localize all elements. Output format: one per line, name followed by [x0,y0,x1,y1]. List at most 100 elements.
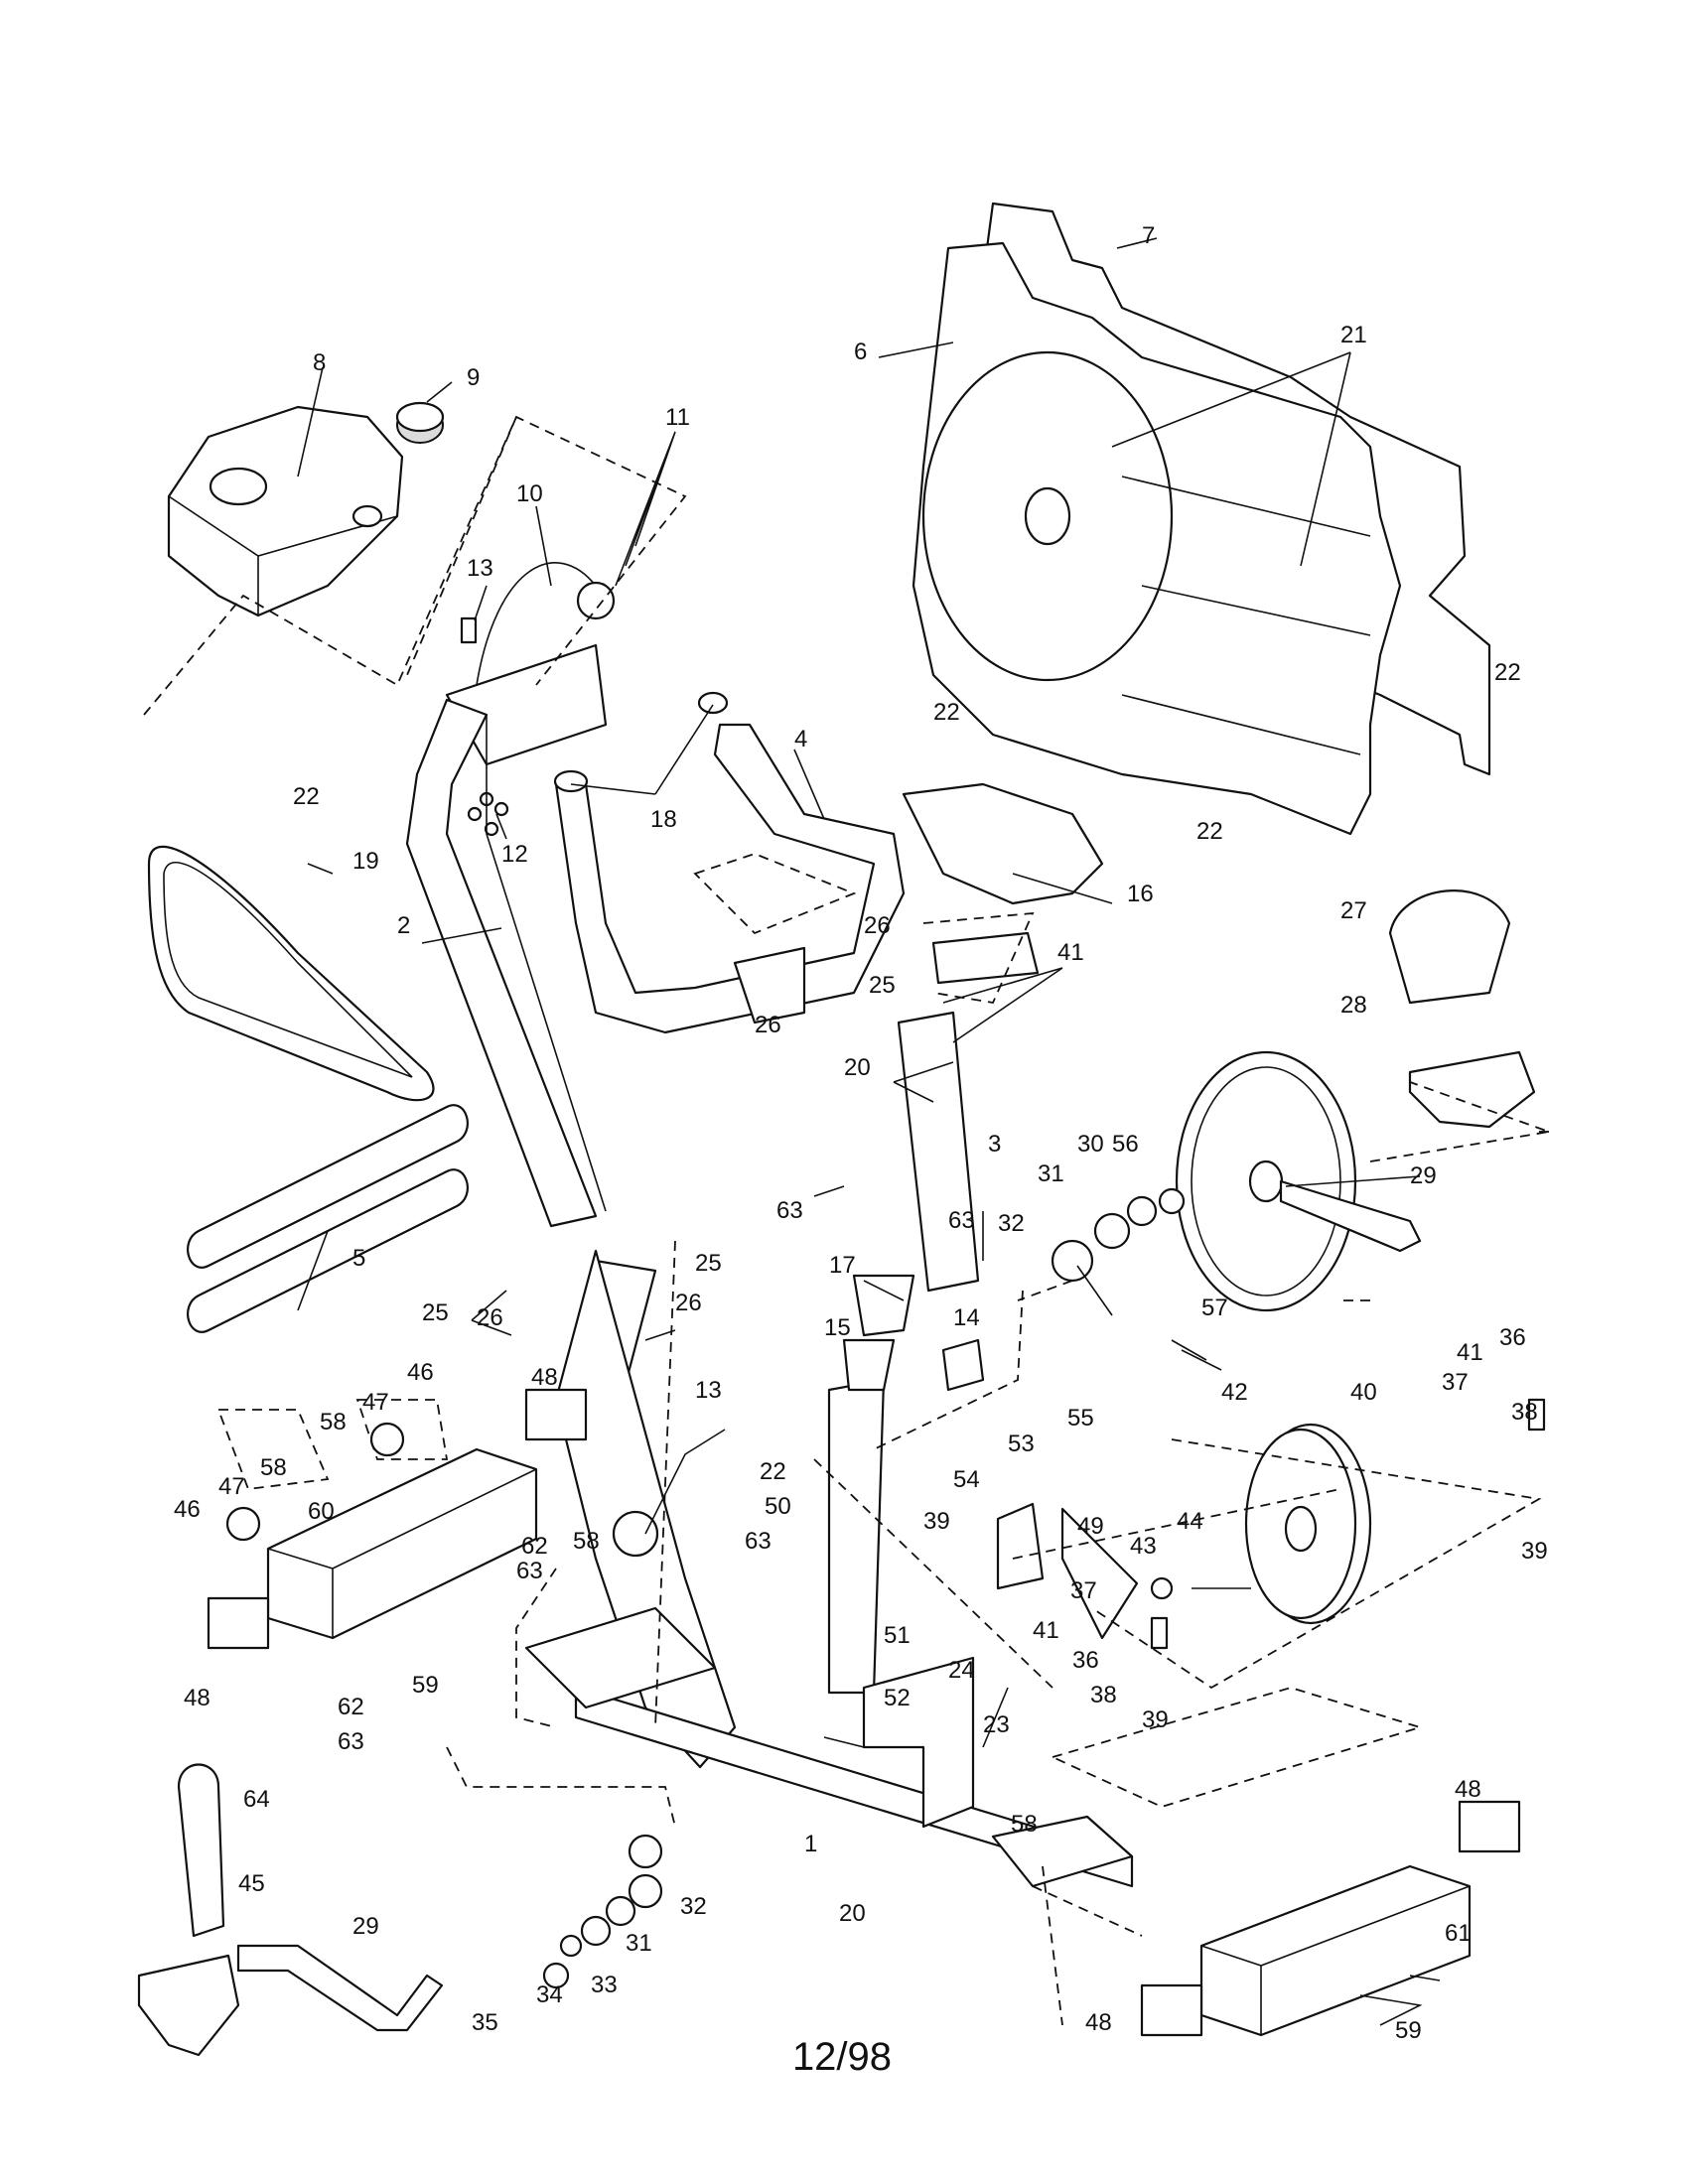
callout-32-right: 32 [998,1210,1025,1237]
handgrips [187,1104,469,1333]
callout-8: 8 [313,349,326,376]
date-code: 12/98 [791,2035,893,2079]
callout-22-shroud-right: 22 [1494,659,1521,686]
callout-63-bottom: 63 [338,1728,364,1755]
callout-29-pulley: 29 [1410,1162,1437,1189]
callout-29-crank: 29 [352,1913,379,1940]
flywheel [1244,1423,1372,1625]
callout-48-right: 48 [1455,1776,1481,1803]
callout-32-left: 32 [680,1893,707,1920]
callout-20-seat: 20 [844,1054,871,1081]
assembly-guide-lines [143,415,1553,2026]
shroud-pieces [912,202,1491,836]
callout-54: 54 [953,1466,980,1493]
callout-61: 61 [1445,1920,1472,1947]
callout-25-handlebar: 25 [869,972,896,999]
callout-27: 27 [1340,897,1367,924]
callout-36-top: 36 [1499,1324,1526,1351]
callout-55: 55 [1067,1405,1094,1432]
callout-46-left: 46 [174,1496,201,1523]
callout-58-left: 58 [260,1454,287,1481]
callout-labels: 1 2 3 4 5 6 7 8 9 10 11 12 13 13 14 15 1… [174,222,1548,2044]
callout-7: 7 [1142,222,1155,249]
callout-24: 24 [948,1657,975,1684]
front-stabilizer [266,1447,538,1640]
callout-10: 10 [516,480,543,507]
callout-25-upright-right: 25 [695,1250,722,1277]
callout-22-shroud-left: 22 [933,699,960,726]
callout-62-top: 62 [521,1533,548,1560]
callout-58-top: 58 [320,1409,347,1435]
callout-48-bottom: 48 [1085,2009,1112,2036]
callout-51: 51 [884,1622,911,1649]
callout-1: 1 [804,1831,817,1857]
callout-17: 17 [829,1252,856,1279]
hardware [225,1187,1546,1989]
callout-41-bottom: 41 [1033,1617,1059,1644]
callout-22-shroud-bottom: 22 [1196,818,1223,845]
callout-22-console: 22 [293,783,320,810]
callout-60: 60 [308,1498,335,1525]
callout-22-upright: 22 [760,1458,786,1485]
callout-33: 33 [591,1972,618,1998]
callout-19: 19 [352,848,379,875]
callout-38-bottom: 38 [1090,1682,1117,1708]
callout-39-right: 39 [1521,1538,1548,1565]
pulley-wheel [1175,1050,1422,1312]
callout-59-front: 59 [412,1672,439,1699]
callout-49: 49 [1077,1513,1104,1540]
callout-64: 64 [243,1786,270,1813]
callout-48-upright: 48 [531,1364,558,1391]
callout-39-frame: 39 [923,1508,950,1535]
callout-21: 21 [1340,322,1367,348]
callout-26-upright-right: 26 [675,1290,702,1316]
callout-63-seat-left: 63 [776,1197,803,1224]
callout-53: 53 [1008,1431,1035,1457]
callout-31-right: 31 [1038,1160,1064,1187]
callout-30: 30 [1077,1131,1104,1158]
callout-45: 45 [238,1870,265,1897]
callout-43: 43 [1130,1533,1157,1560]
callout-59-rear: 59 [1395,2017,1422,2044]
console-assembly [167,401,445,617]
callout-9: 9 [467,364,480,391]
callout-6: 6 [854,339,867,365]
callout-63-seat-right: 63 [948,1207,975,1234]
callout-11: 11 [665,404,690,431]
callout-40: 40 [1350,1379,1377,1406]
callout-18: 18 [650,806,677,833]
callout-37-bottom: 37 [1070,1577,1097,1604]
callout-26-handlebar-top: 26 [864,912,891,939]
callout-31-left: 31 [626,1930,652,1957]
callout-26-handlebar-bottom: 26 [755,1012,781,1038]
callout-38-top: 38 [1511,1399,1538,1426]
callout-58-frame: 58 [573,1528,600,1555]
callout-13-top: 13 [467,555,493,582]
callout-46-top: 46 [407,1359,434,1386]
callout-5: 5 [352,1245,365,1272]
rear-stabilizer [1199,1864,1472,2037]
callout-15: 15 [824,1314,851,1341]
callout-16: 16 [1127,881,1154,907]
callout-36-bottom: 36 [1072,1647,1099,1674]
callout-44: 44 [1177,1508,1203,1535]
callout-35: 35 [472,2009,498,2036]
handlebar [553,691,906,1034]
callout-34: 34 [536,1981,563,2008]
leader-lines [267,237,1441,2026]
right-pedal-and-strap [1388,889,1536,1129]
callout-4: 4 [794,726,807,752]
callout-63-upright: 63 [745,1528,772,1555]
callout-56: 56 [1112,1131,1139,1158]
callout-37-top: 37 [1442,1369,1469,1396]
callout-50: 50 [765,1493,791,1520]
callout-3: 3 [988,1131,1001,1158]
callout-39-bottom: 39 [1142,1706,1169,1733]
end-caps [207,1388,1521,2037]
callout-47-top: 47 [362,1389,389,1416]
callout-13-mid: 13 [695,1377,722,1404]
callout-2: 2 [397,912,410,939]
callout-42: 42 [1221,1379,1248,1406]
